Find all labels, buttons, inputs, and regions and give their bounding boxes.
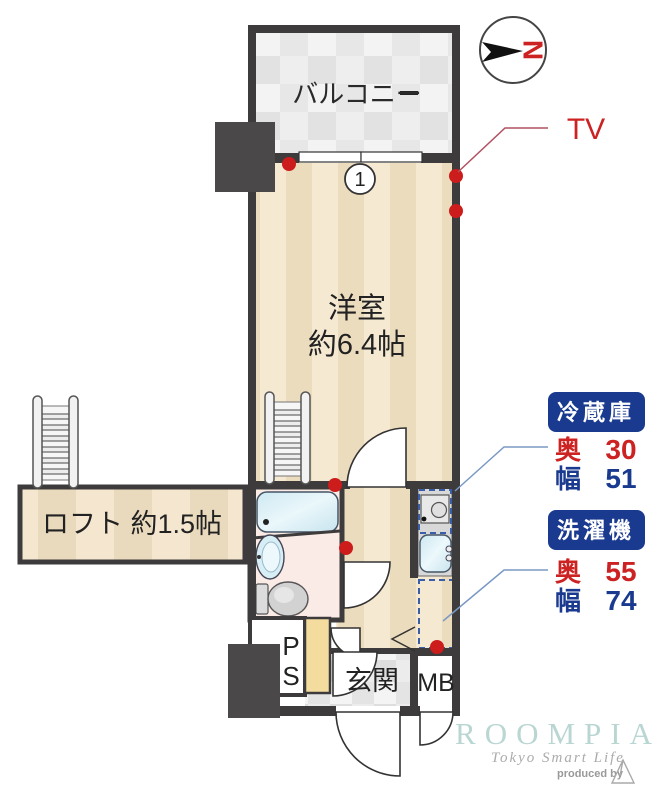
washer-depth-label: 奥 [555, 557, 582, 587]
outlet-icon [282, 157, 296, 171]
fridge-note: 冷蔵庫 奥 30 幅 51 [454, 392, 645, 494]
wall-right-outer [452, 25, 460, 716]
fridge-width-label: 幅 [555, 464, 581, 494]
outlet-dots [282, 157, 463, 654]
sink-faucet-icon [257, 555, 261, 559]
marker-number: 1 [354, 169, 365, 191]
tv-leader-line [457, 127, 548, 173]
roompia-logo: ROOMPIA Tokyo Smart Life produced by [455, 716, 654, 784]
wall-window-right [421, 153, 460, 163]
balcony-floor [256, 33, 452, 153]
washer-note: 洗濯機 奥 55 幅 74 [442, 510, 645, 622]
fridge-placement-outline [418, 489, 452, 534]
loft-area [17, 484, 248, 565]
loft-ladder [32, 395, 79, 489]
bathtub-drain-icon [263, 519, 269, 525]
outlet-icon [328, 478, 342, 492]
bathtub [256, 491, 339, 533]
room-size-label: 約6.4帖 [308, 328, 406, 361]
outlet-icon [449, 169, 463, 183]
fridge-depth-value: 30 [605, 434, 636, 465]
wall-entrance-step [330, 648, 415, 654]
pillar-top-left [215, 122, 275, 192]
fridge-title: 冷蔵庫 [557, 400, 635, 425]
meter-box-door-swing [419, 711, 454, 746]
bathroom-sink-bowl [261, 541, 281, 573]
fridge-width-value: 51 [605, 463, 636, 494]
balcony-partition-mark [400, 91, 418, 95]
logo-name: ROOMPIA [455, 716, 654, 751]
wall-balcony-top [248, 25, 460, 33]
doors [330, 427, 454, 777]
washer-space-floor [410, 576, 452, 652]
toilet-highlight [274, 587, 294, 603]
washer-leader-line [442, 569, 548, 622]
wall-kitchen-left [410, 481, 418, 578]
ladder-rail [300, 391, 311, 485]
front-door-swing [335, 711, 401, 777]
entrance-label: 玄関 [345, 666, 399, 696]
fridge-depth-label: 奥 [555, 435, 582, 465]
pipe-space-label-p: P [282, 631, 299, 661]
wall-mb-left [410, 648, 418, 716]
washer-placement-outline [418, 579, 454, 649]
kitchen-sink [419, 534, 452, 573]
sliding-window-pane [360, 151, 423, 163]
wall-left-outer [248, 157, 256, 716]
wall-balcony-left [248, 25, 256, 125]
bathroom-unit [247, 484, 345, 623]
sliding-window-pane [298, 151, 362, 163]
meter-box-label: MB [417, 669, 455, 697]
wall-room-bottom-left [248, 481, 350, 489]
wall-bottom-mid [400, 706, 420, 716]
opening-chevron-icon [390, 626, 416, 652]
ladder-rail [68, 395, 79, 489]
kitchenette [417, 486, 453, 577]
window-marker: 1 [344, 163, 376, 195]
marker-circle-icon [344, 163, 376, 195]
stove-knob-icon [421, 516, 427, 522]
compass-north-label: N [518, 40, 549, 60]
pipe-space-label-s: S [282, 661, 299, 691]
ladder-rail [264, 391, 275, 485]
fridge-badge [548, 392, 645, 432]
outlet-icon [449, 204, 463, 218]
washer-title: 洗濯機 [557, 518, 635, 543]
tv-label: TV [567, 113, 605, 146]
loft-label: ロフト 約1.5帖 [42, 509, 222, 539]
entrance-inner-door-swing [332, 651, 378, 697]
washer-width-value: 74 [605, 585, 637, 616]
outlet-icon [339, 541, 353, 555]
compass-arrow-icon [482, 42, 523, 62]
room-door-swing [346, 427, 407, 488]
outlet-icon [430, 640, 444, 654]
pillar-bottom-left [228, 644, 280, 718]
ladder-rail [32, 395, 43, 489]
toilet-tank [255, 583, 269, 615]
meter-box-floor [415, 652, 455, 708]
washer-badge [548, 510, 645, 550]
fridge-leader-line [454, 446, 548, 492]
wall-room-bottom-right [406, 481, 460, 489]
room-ladder [264, 391, 311, 485]
washer-depth-value: 55 [605, 556, 636, 587]
room-label: 洋室 [328, 292, 386, 325]
wall-bottom-right [453, 706, 460, 716]
producer-triangle-icon [610, 758, 636, 784]
stove-burner-icon [430, 501, 448, 519]
washer-width-label: 幅 [555, 586, 581, 616]
bathroom-door-swing [343, 561, 391, 609]
shoe-cabinet [303, 616, 332, 695]
logo-tagline: Tokyo Smart Life [491, 750, 625, 766]
faucet-icon [445, 554, 453, 562]
balcony-label: バルコニー [292, 79, 421, 109]
faucet-icon [445, 545, 453, 553]
wall-bottom-left [248, 706, 336, 716]
compass: N [479, 16, 549, 84]
logo-produced-by: produced by [557, 768, 624, 780]
